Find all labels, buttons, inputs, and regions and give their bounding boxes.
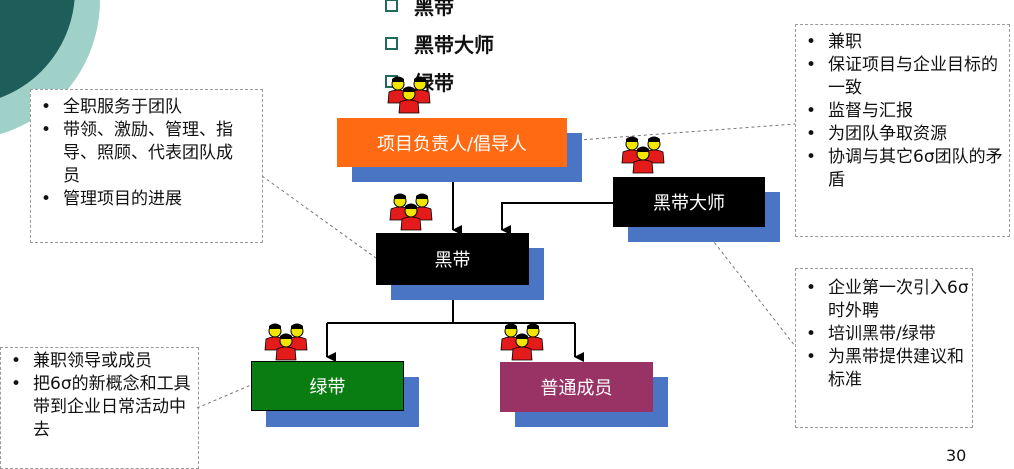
green-belt-role-note: 兼职领导或成员 把6σ的新概念和工具带到企业日常活动中去: [0, 347, 199, 469]
note-item: 把6σ的新概念和工具带到企业日常活动中去: [1, 373, 198, 442]
note-item: 为团队争取资源: [796, 123, 1009, 146]
note-item: 兼职领导或成员: [1, 350, 198, 373]
member-node: 普通成员: [500, 362, 653, 412]
note-item: 协调与其它6σ团队的矛盾: [796, 146, 1009, 192]
people-group-icon: [388, 77, 430, 114]
master-role-note: 企业第一次引入6σ时外聘 培训黑带/绿带 为黑带提供建议和标准: [795, 268, 973, 428]
note-item: 为黑带提供建议和标准: [796, 346, 972, 392]
black-belt-role-note: 全职服务于团队 带领、激励、管理、指导、照顾、代表团队成员 管理项目的进展: [30, 89, 263, 243]
top-list-item: 黑带: [385, 0, 494, 24]
callout-line: [196, 384, 252, 409]
square-bullet-icon: [385, 0, 398, 12]
note-item: 培训黑带/绿带: [796, 323, 972, 346]
leader-node: 项目负责人/倡导人: [337, 118, 567, 167]
green-belt-node: 绿带: [251, 361, 404, 411]
leader-role-note: 兼职 保证项目与企业目标的一致 监督与汇报 为团队争取资源 协调与其它6σ团队的…: [795, 24, 1010, 237]
note-item: 全职服务于团队: [31, 96, 262, 119]
note-item: 带领、激励、管理、指导、照顾、代表团队成员: [31, 119, 262, 188]
note-item: 兼职: [796, 31, 1009, 54]
square-bullet-icon: [385, 36, 398, 50]
top-role-list: 黑带 黑带大师 绿带: [385, 0, 494, 100]
callout-line: [565, 123, 796, 142]
note-item: 管理项目的进展: [31, 188, 262, 211]
people-group-icon: [622, 137, 664, 174]
black-belt-node: 黑带: [376, 233, 529, 285]
note-item: 监督与汇报: [796, 100, 1009, 123]
master-to-blackbelt-arrow: [501, 202, 613, 235]
top-list-item: 黑带大师: [385, 24, 494, 62]
people-group-icon: [265, 324, 307, 361]
master-black-belt-node: 黑带大师: [613, 177, 765, 227]
people-group-icon: [390, 194, 432, 231]
note-item: 保证项目与企业目标的一致: [796, 54, 1009, 100]
page-number: 30: [946, 446, 967, 465]
people-group-icon: [501, 324, 543, 361]
note-item: 企业第一次引入6σ时外聘: [796, 277, 972, 323]
